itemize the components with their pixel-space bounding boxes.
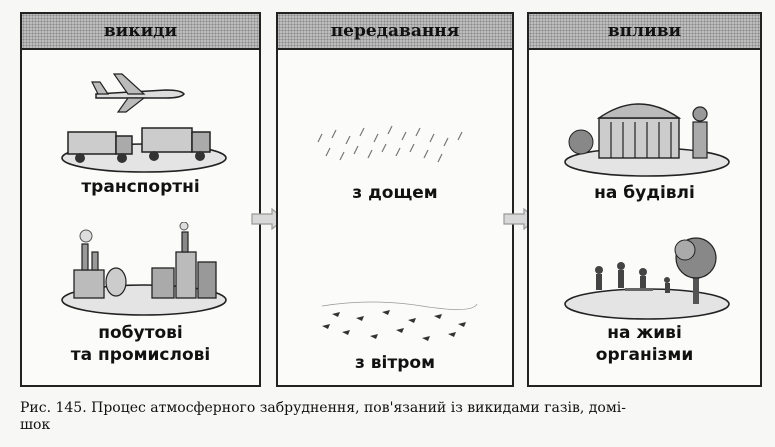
building-icon bbox=[564, 103, 730, 177]
item-label-living-organisms: на живі організми bbox=[595, 323, 694, 365]
item-label-wind: з вітром bbox=[355, 353, 435, 373]
vehicles-icon bbox=[61, 73, 227, 173]
item-label-transport: транспортні bbox=[81, 177, 200, 197]
wind-icon bbox=[321, 301, 478, 341]
item-label-household-industrial: побутові та промислові bbox=[70, 323, 211, 365]
rain-icon bbox=[317, 125, 463, 163]
item-label-buildings: на будівлі bbox=[594, 183, 695, 203]
figure-caption: Рис. 145. Процес атмосферного забрудненн… bbox=[20, 400, 626, 433]
panel-impacts: впливи на будівлі на живі організми bbox=[527, 12, 762, 387]
panel-header: передавання bbox=[278, 14, 512, 50]
panel-header: викиди bbox=[22, 14, 259, 50]
panel-transmission: передавання з дощем з вітро bbox=[276, 12, 514, 387]
factory-icon bbox=[61, 222, 227, 316]
item-label-rain: з дощем bbox=[352, 183, 438, 203]
panel-emissions: викиди транспортні побутові та пром bbox=[20, 12, 261, 387]
living-organisms-icon bbox=[564, 237, 730, 320]
panel-header: впливи bbox=[529, 14, 760, 50]
